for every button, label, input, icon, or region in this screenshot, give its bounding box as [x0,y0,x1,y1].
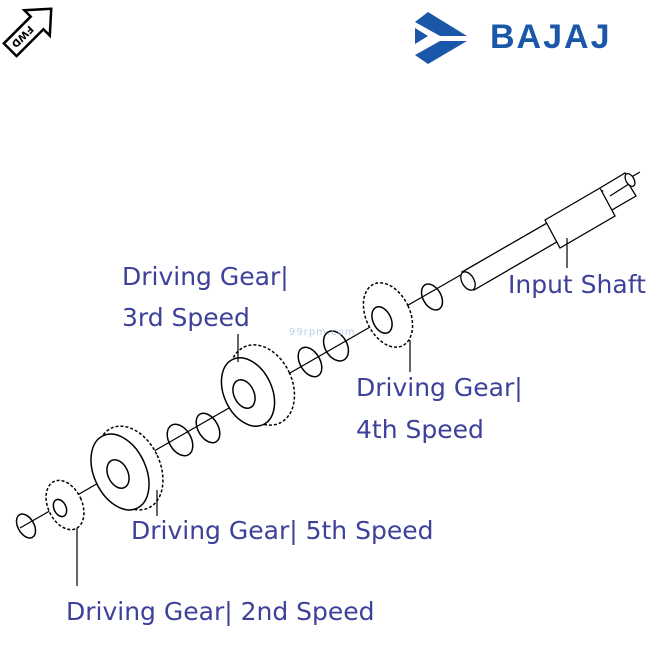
bajaj-logo-text: BAJAJ [490,18,612,56]
label-gear4-line2: 4th Speed [356,415,484,444]
label-gear2: Driving Gear| 2nd Speed [66,597,375,626]
watermark: 99rpm.com [289,327,356,338]
label-gear5: Driving Gear| 5th Speed [131,516,434,545]
label-gear3-line1: Driving Gear| [122,262,289,291]
input-shaft [460,172,637,291]
washers [15,283,444,539]
label-gear4-line1: Driving Gear| [356,373,523,402]
gear-3rd-speed [220,344,296,427]
fwd-arrow-icon: FWD [2,7,53,58]
gear-2nd-speed [45,479,85,531]
bajaj-logo-icon [415,12,467,64]
gear-4th-speed [362,282,414,348]
label-gear3-line2: 3rd Speed [122,303,250,332]
leader-lines [76,238,568,586]
label-input-shaft: Input Shaft [508,270,646,299]
gear-5th-speed [90,425,164,511]
